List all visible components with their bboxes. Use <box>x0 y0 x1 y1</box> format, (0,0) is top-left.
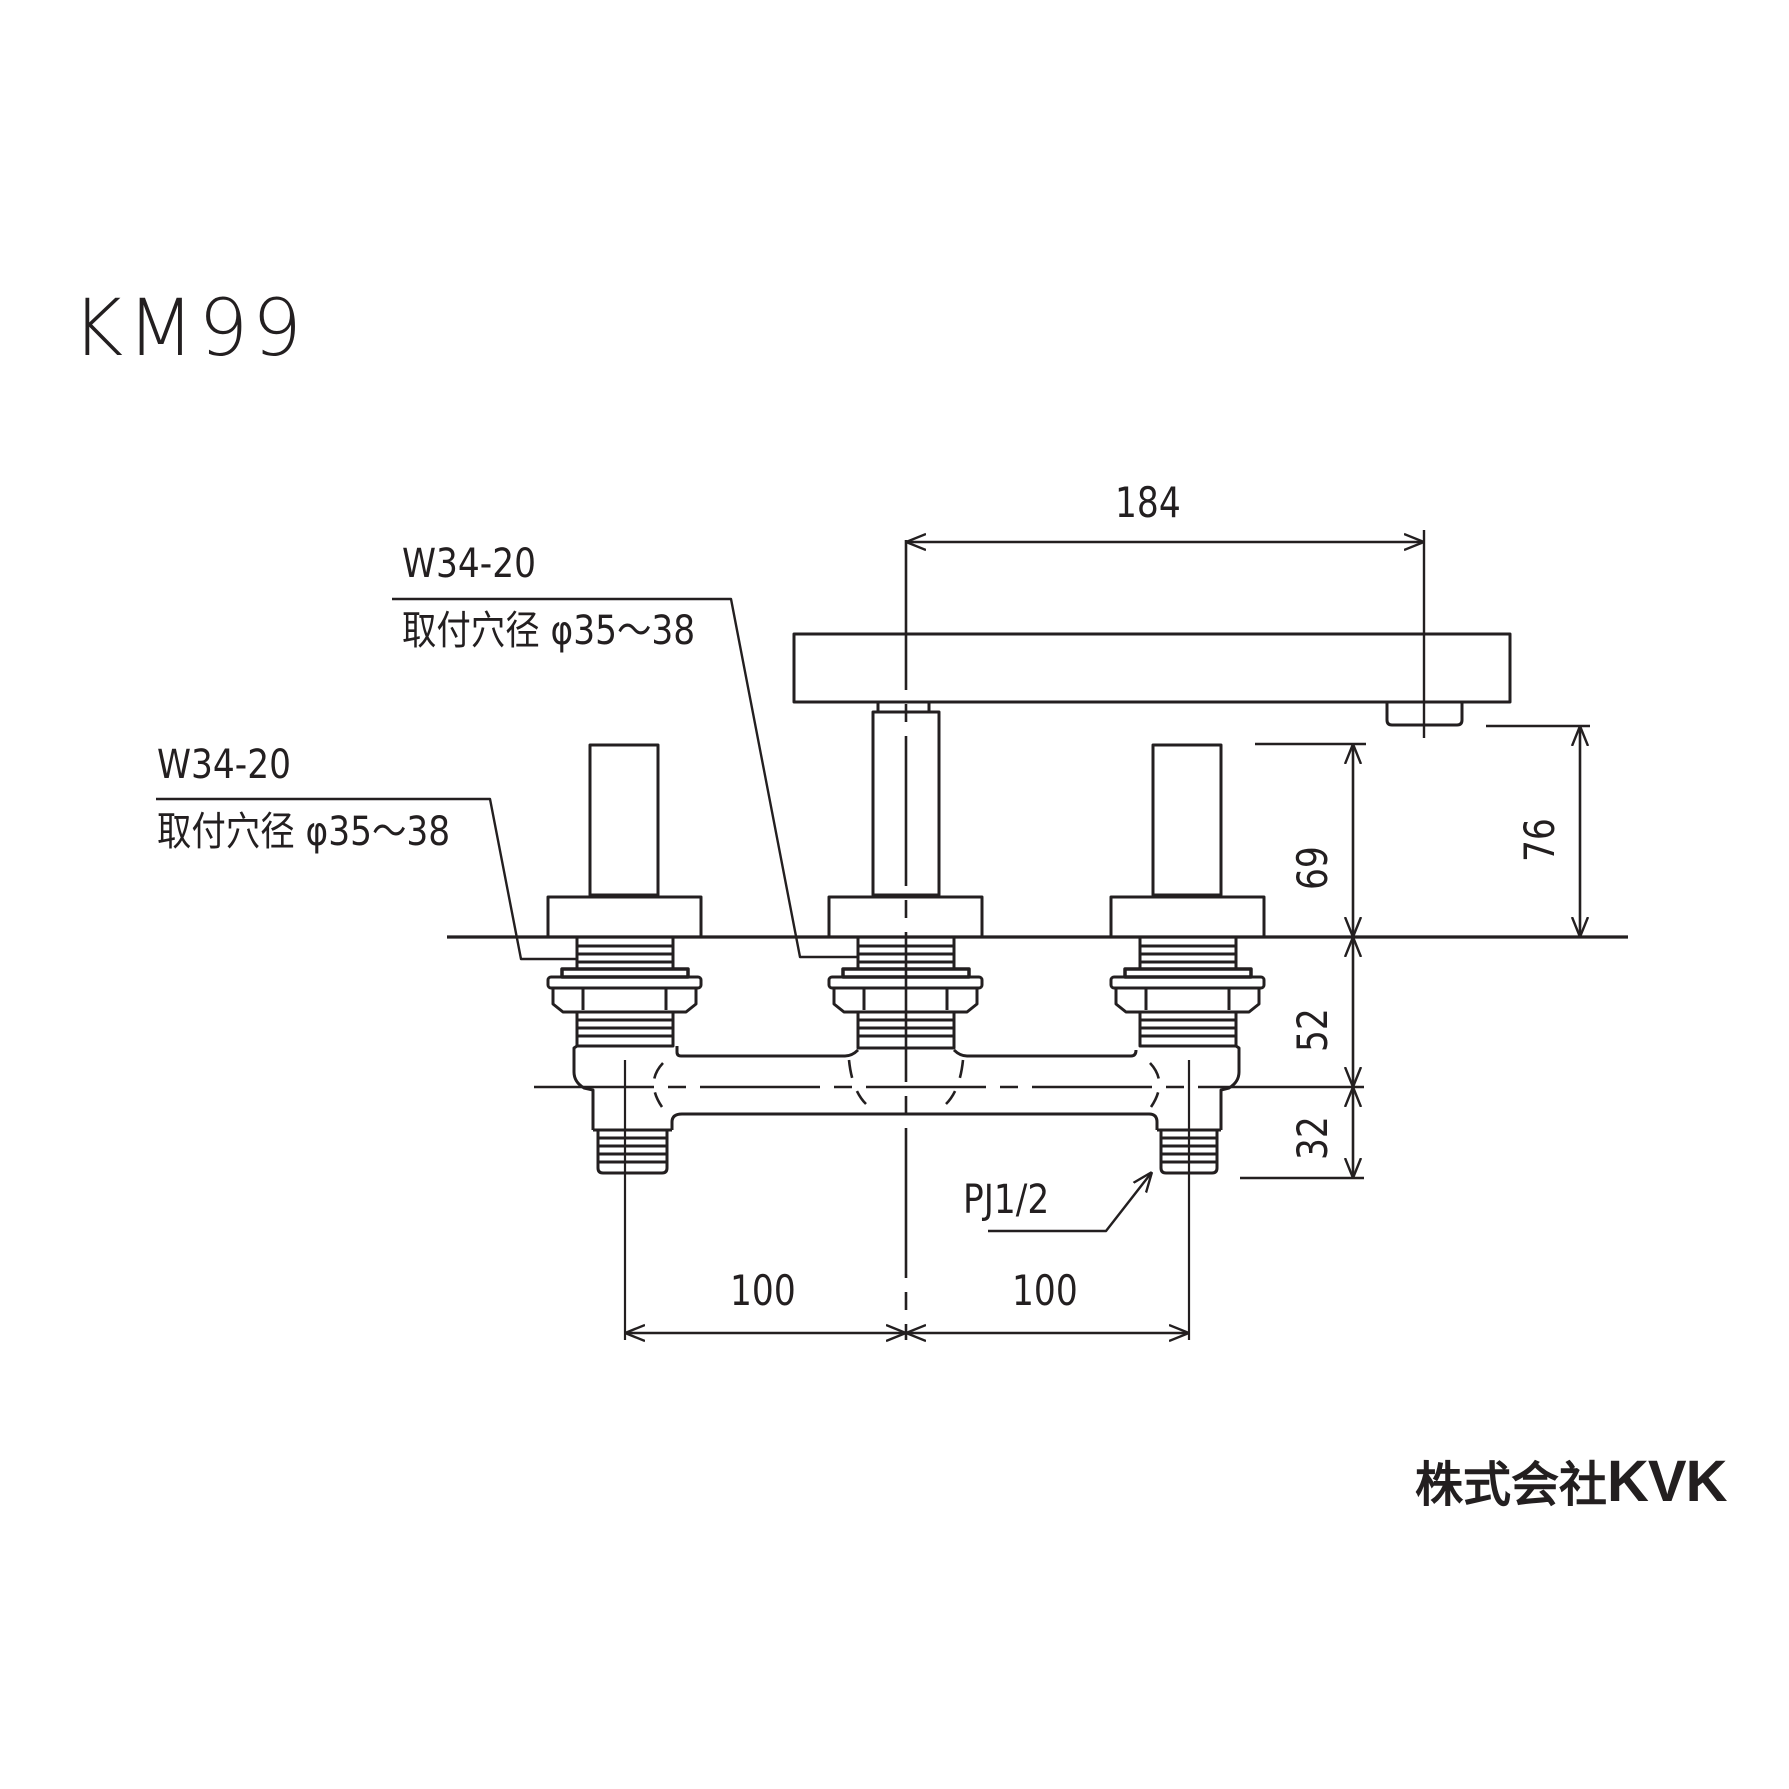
pj-leader <box>988 1172 1152 1233</box>
model-title: KM99 <box>72 284 306 374</box>
dim-76-label: 76 <box>1515 818 1564 862</box>
dim-69-label: 69 <box>1288 846 1337 890</box>
left-leader <box>156 797 577 961</box>
spout <box>792 632 1512 704</box>
dim-184-label: 184 <box>1115 478 1181 527</box>
dim-100-left-label: 100 <box>730 1266 796 1315</box>
left-inlet-thread <box>596 1130 669 1175</box>
left-shank <box>546 935 703 1048</box>
upper-thread-label: W34-20 <box>402 541 536 587</box>
left-handle <box>588 743 660 897</box>
body-outline <box>572 1044 1241 1130</box>
left-thread-label: W34-20 <box>157 742 291 788</box>
dim-100-right-label: 100 <box>1012 1266 1078 1315</box>
company-prefix: 株式会社 <box>1415 1457 1608 1513</box>
left-base <box>546 895 703 939</box>
company-logo: 株式会社KVK <box>1415 1453 1727 1513</box>
dim-52-label: 52 <box>1288 1008 1337 1052</box>
dim-32-label: 32 <box>1288 1116 1337 1160</box>
right-shank <box>1109 935 1266 1048</box>
inlet-thread-label: PJ1/2 <box>963 1177 1050 1223</box>
right-handle <box>1151 743 1223 897</box>
upper-leader <box>392 597 858 959</box>
company-brand: KVK <box>1607 1449 1727 1514</box>
upper-hole-label: 取付穴径 φ35～38 <box>402 608 696 654</box>
left-hole-label: 取付穴径 φ35～38 <box>157 809 451 855</box>
right-base <box>1109 895 1266 939</box>
